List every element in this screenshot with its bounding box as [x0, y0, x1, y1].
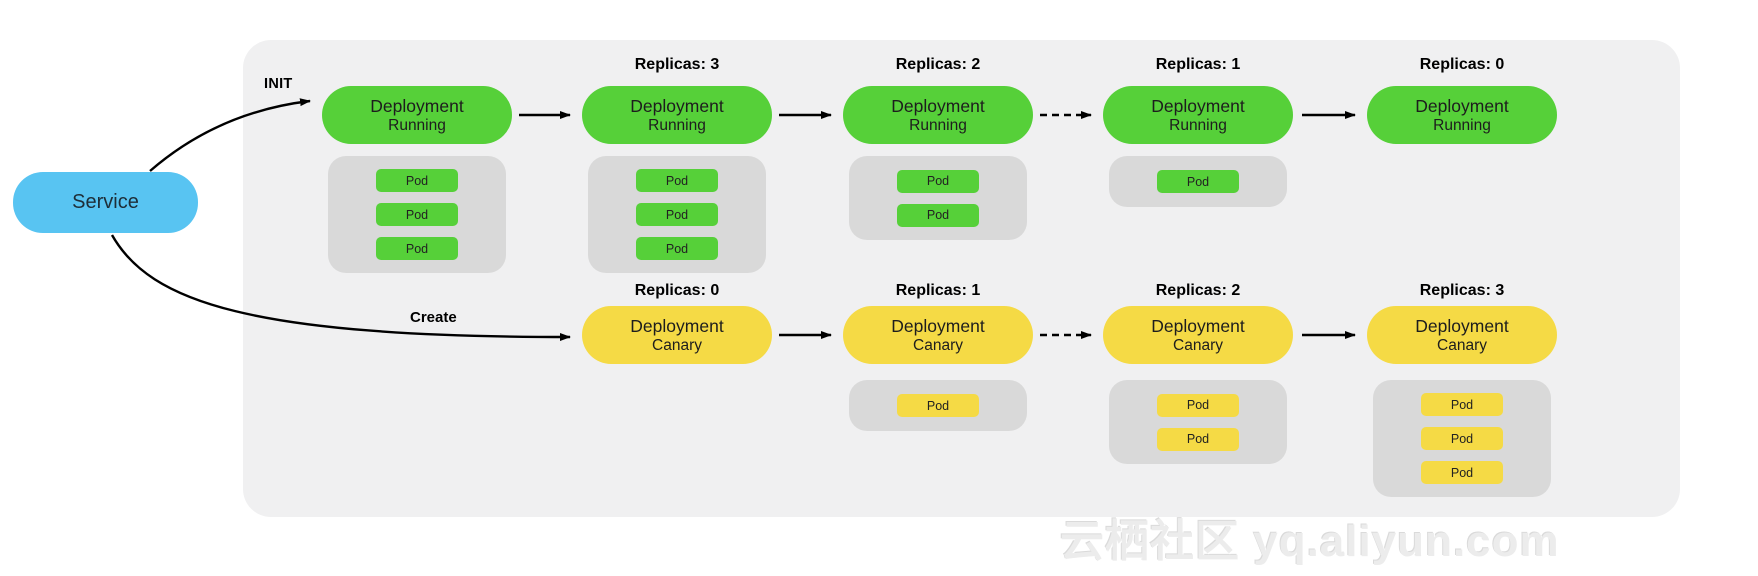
replicas-label-canary-1: Replicas: 0	[634, 282, 720, 299]
deployment-title: Deployment	[891, 95, 985, 116]
pod: Pod	[897, 394, 979, 417]
pod-group-canary-3: Pod Pod	[1109, 380, 1287, 464]
pod: Pod	[376, 203, 458, 226]
deployment-running-1: Deployment Running	[322, 86, 512, 144]
pod: Pod	[376, 237, 458, 260]
pod: Pod	[636, 237, 718, 260]
init-edge-label: INIT	[264, 76, 293, 92]
pod-group-running-4: Pod	[1109, 156, 1287, 207]
deployment-canary-3: Deployment Canary	[1103, 306, 1293, 364]
create-edge-label: Create	[410, 309, 457, 326]
deployment-title: Deployment	[1415, 315, 1509, 336]
service-label: Service	[72, 191, 139, 213]
pod-group-canary-4: Pod Pod Pod	[1373, 380, 1551, 497]
deployment-title: Deployment	[1415, 95, 1509, 116]
replicas-label-canary-2: Replicas: 1	[895, 282, 981, 299]
deployment-title: Deployment	[630, 95, 724, 116]
replicas-label-running-4: Replicas: 1	[1155, 56, 1241, 73]
deployment-subtitle: Running	[388, 116, 446, 134]
deployment-subtitle: Running	[648, 116, 706, 134]
pod: Pod	[1421, 393, 1503, 416]
deployment-subtitle: Running	[1433, 116, 1491, 134]
deployment-canary-4: Deployment Canary	[1367, 306, 1557, 364]
pod: Pod	[1157, 393, 1239, 417]
deployment-subtitle: Canary	[1437, 336, 1487, 354]
deployment-running-4: Deployment Running	[1103, 86, 1293, 144]
pod-group-canary-2: Pod	[849, 380, 1027, 431]
deployment-subtitle: Canary	[1173, 336, 1223, 354]
deployment-title: Deployment	[630, 315, 724, 336]
watermark: 云栖社区 yq.aliyun.com	[1060, 517, 1560, 566]
pod-group-running-1: Pod Pod Pod	[328, 156, 506, 273]
pod-group-running-2: Pod Pod Pod	[588, 156, 766, 273]
pod: Pod	[376, 169, 458, 192]
deployment-title: Deployment	[1151, 315, 1245, 336]
deployment-subtitle: Canary	[652, 336, 702, 354]
deployment-running-3: Deployment Running	[843, 86, 1033, 144]
deployment-title: Deployment	[891, 315, 985, 336]
deployment-title: Deployment	[1151, 95, 1245, 116]
replicas-label-running-5: Replicas: 0	[1419, 56, 1505, 73]
deployment-running-2: Deployment Running	[582, 86, 772, 144]
deployment-canary-1: Deployment Canary	[582, 306, 772, 364]
service-node: Service	[13, 172, 198, 233]
pod: Pod	[1157, 427, 1239, 451]
pod: Pod	[1157, 170, 1239, 193]
deployment-title: Deployment	[370, 95, 464, 116]
deployment-subtitle: Running	[909, 116, 967, 134]
deployment-subtitle: Canary	[913, 336, 963, 354]
pod: Pod	[1421, 461, 1503, 484]
pod: Pod	[636, 169, 718, 192]
replicas-label-running-3: Replicas: 2	[895, 56, 981, 73]
pod: Pod	[897, 203, 979, 227]
pod: Pod	[636, 203, 718, 226]
replicas-label-canary-3: Replicas: 2	[1155, 282, 1241, 299]
replicas-label-running-2: Replicas: 3	[634, 56, 720, 73]
pod-group-running-3: Pod Pod	[849, 156, 1027, 240]
pod: Pod	[1421, 427, 1503, 450]
pod: Pod	[897, 169, 979, 193]
deployment-canary-2: Deployment Canary	[843, 306, 1033, 364]
deployment-running-5: Deployment Running	[1367, 86, 1557, 144]
replicas-label-canary-4: Replicas: 3	[1419, 282, 1505, 299]
deployment-subtitle: Running	[1169, 116, 1227, 134]
